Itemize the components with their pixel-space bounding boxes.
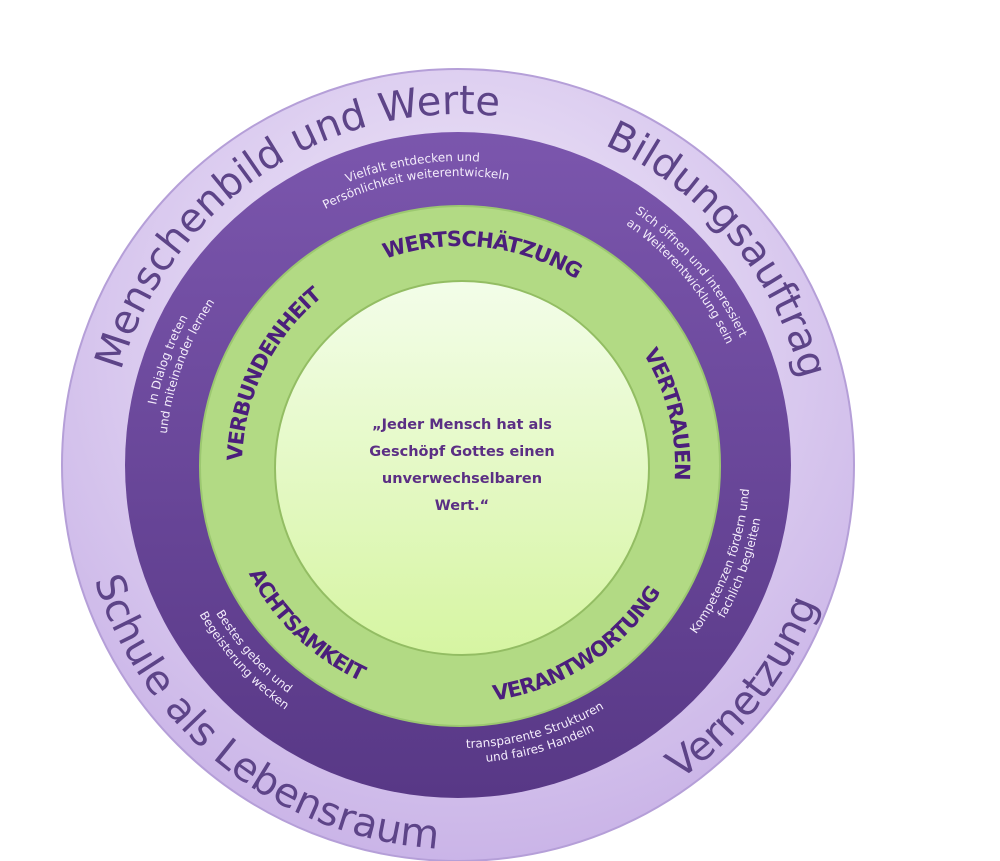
center-circle [274, 280, 650, 656]
quote-line: „Jeder Mensch hat als [372, 417, 552, 433]
quote-line: Wert.“ [434, 498, 490, 514]
quote-line: unverwechselbaren [381, 471, 543, 487]
center-quote: „Jeder Mensch hat als Geschöpf Gottes ei… [332, 412, 592, 520]
quote-line: Geschöpf Gottes einen [369, 444, 555, 460]
